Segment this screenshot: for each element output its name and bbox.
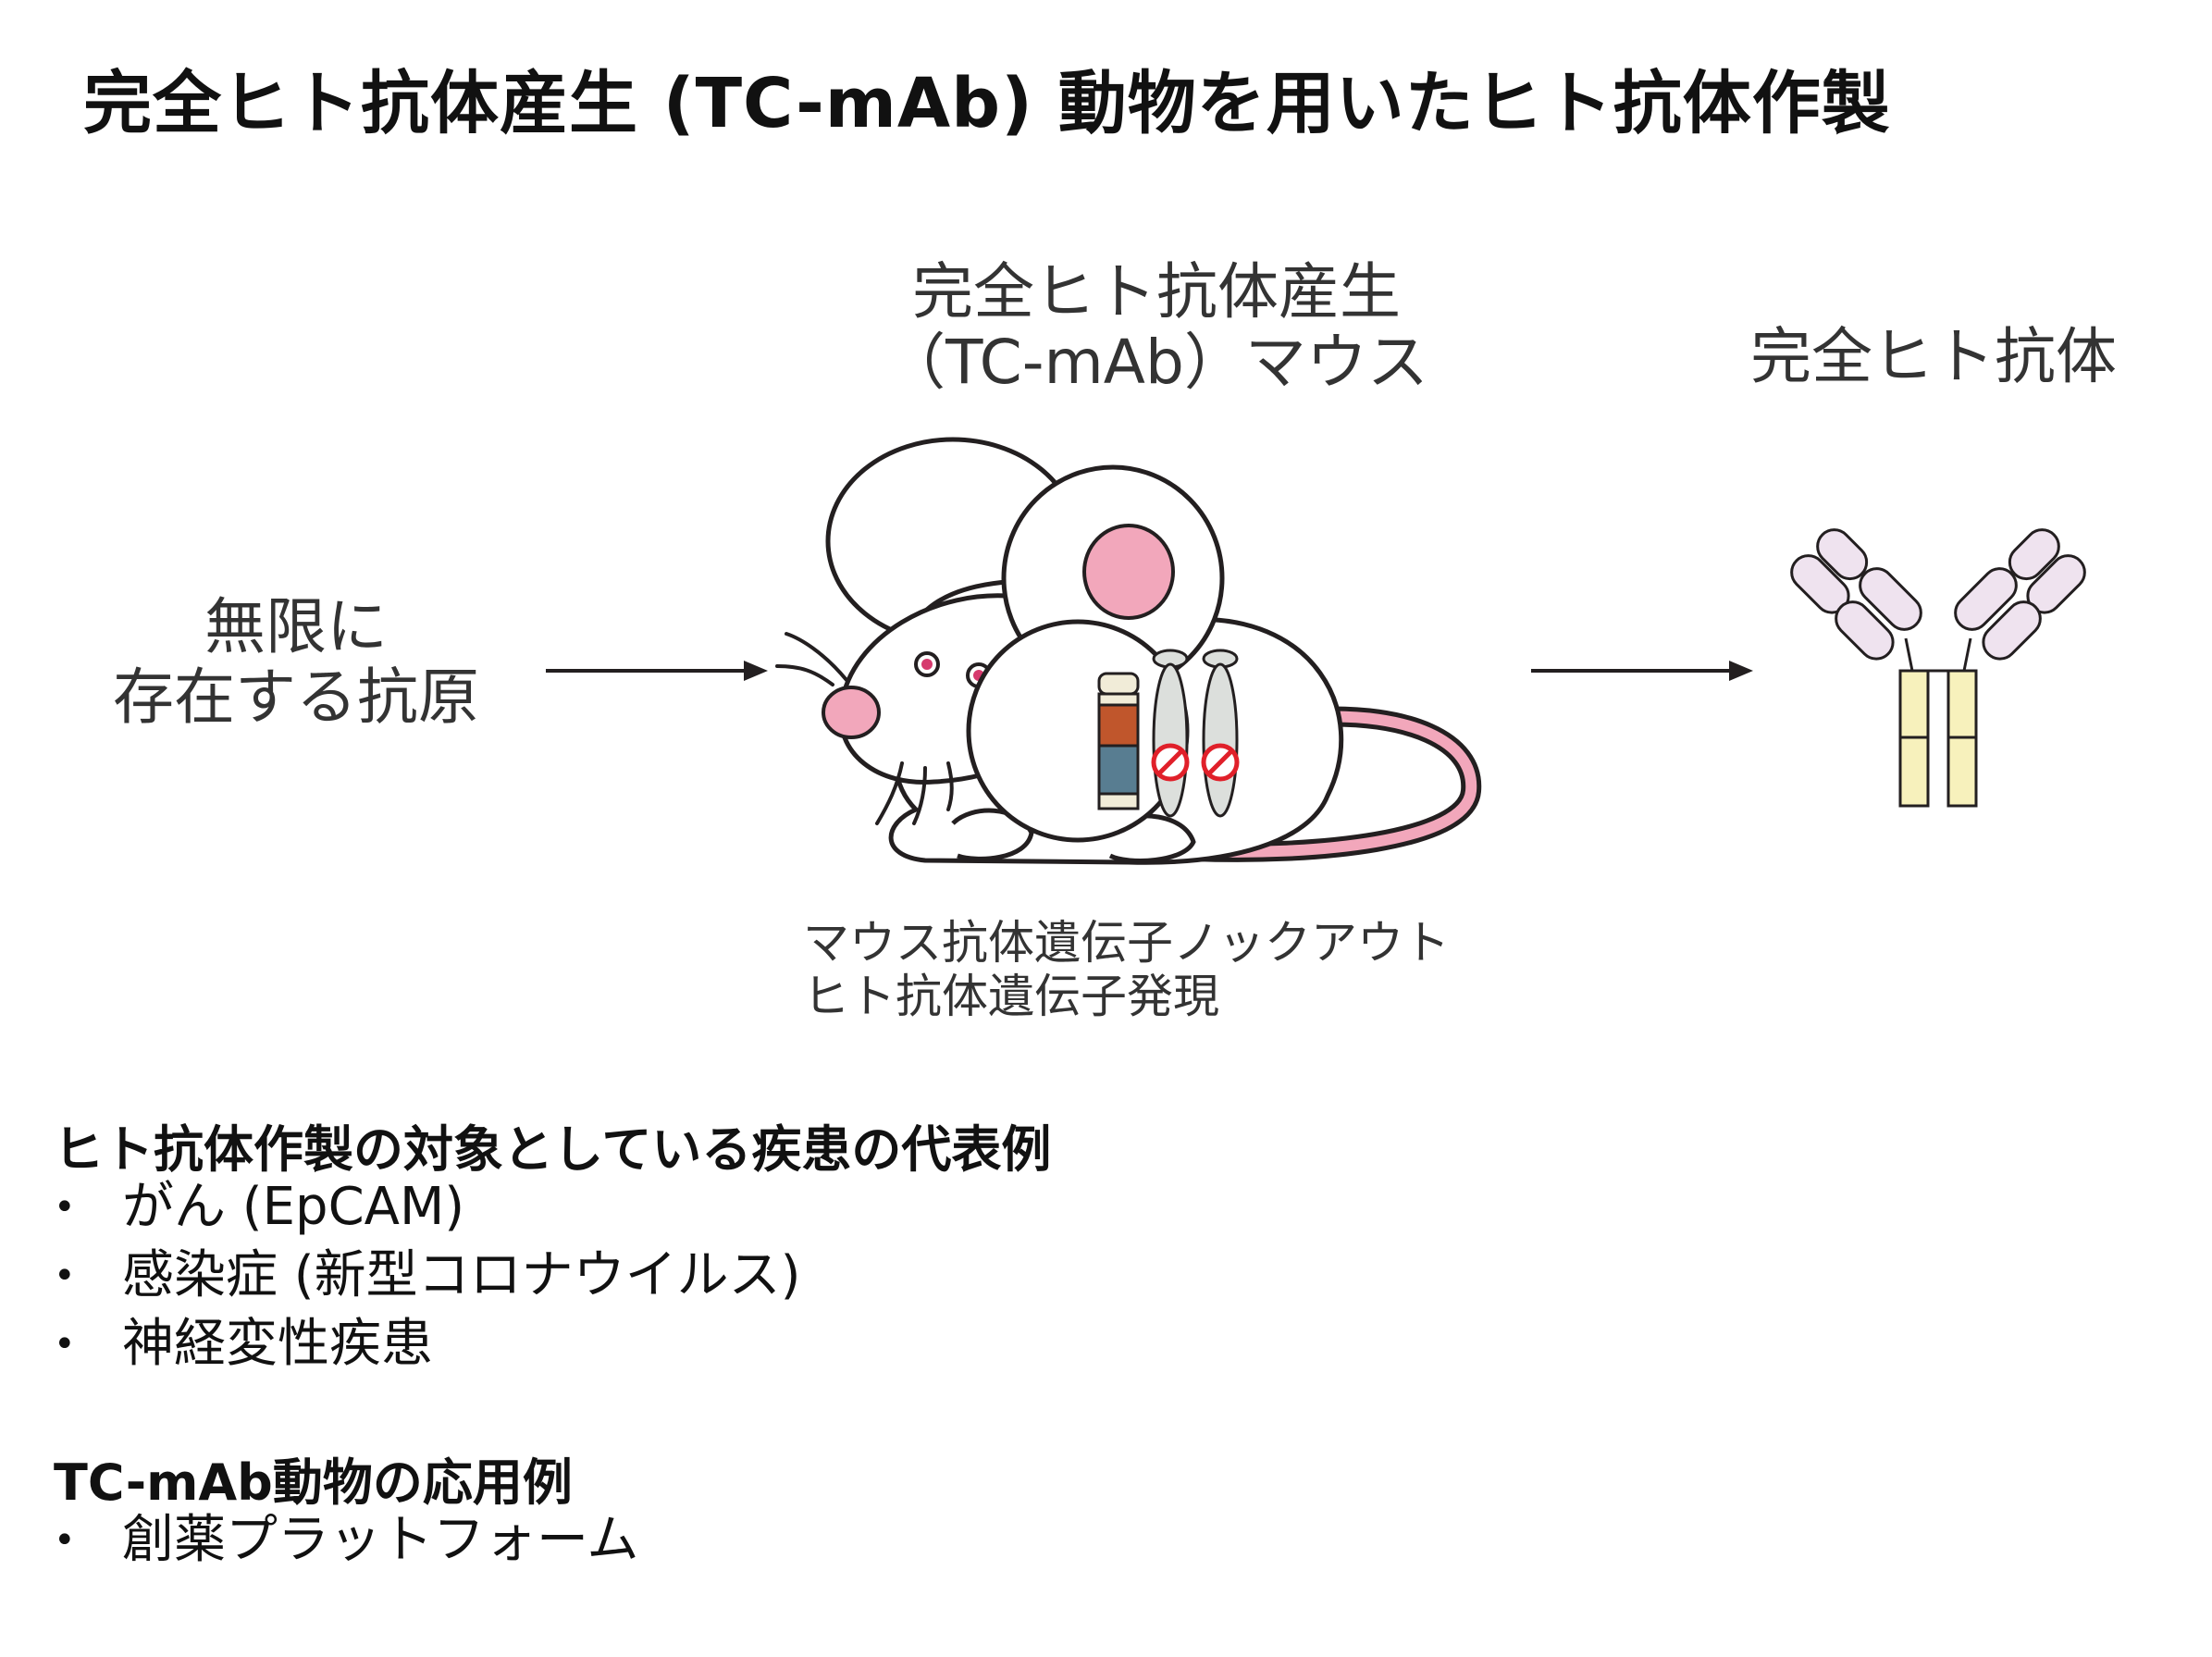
mouse-caption-line-2: ヒト抗体遺伝子発現 xyxy=(803,970,1219,1023)
antibody-icon xyxy=(1790,528,2086,808)
list-item: •神経変性疾患 xyxy=(54,1310,801,1379)
list-item: •がん (EpCAM) xyxy=(54,1173,801,1242)
prohibited-icon xyxy=(1151,743,1190,782)
bullet: • xyxy=(54,1255,76,1297)
mouse-caption: マウス抗体遺伝子ノックアウト ヒト抗体遺伝子発現 xyxy=(803,916,1450,1023)
mouse-label: 完全ヒト抗体産生 （TC-mAb）マウス xyxy=(805,257,1508,398)
antigen-label-line-1: 無限に xyxy=(204,591,388,662)
arrow-right-icon xyxy=(546,661,768,681)
chromosome-icon xyxy=(1097,672,1140,810)
chromosome-icon xyxy=(1152,649,1189,818)
mouse-caption-line-1: マウス抗体遺伝子ノックアウト xyxy=(803,916,1450,970)
prohibited-icon xyxy=(1201,743,1240,782)
mouse-paw xyxy=(951,808,1034,861)
mouse-ear-inner xyxy=(1082,524,1175,620)
arrow-right-icon xyxy=(1531,661,1753,681)
antibody-label: 完全ヒト抗体 xyxy=(1750,321,2117,392)
chromosome-icon xyxy=(1202,649,1239,818)
bullet: • xyxy=(54,1186,76,1229)
application-section-title: TC-mAb動物の応用例 xyxy=(54,1453,573,1512)
bullet: • xyxy=(54,1323,76,1366)
application-list: •創薬プラットフォーム xyxy=(54,1506,638,1575)
mouse-nose xyxy=(822,686,881,739)
disease-list: •がん (EpCAM) •感染症 (新型コロナウイルス) •神経変性疾患 xyxy=(54,1173,801,1379)
disease-section-title: ヒト抗体作製の対象としている疾患の代表例 xyxy=(54,1120,1052,1179)
list-item: •感染症 (新型コロナウイルス) xyxy=(54,1242,801,1310)
bullet: • xyxy=(54,1519,76,1562)
mouse-label-line-2: （TC-mAb）マウス xyxy=(884,327,1428,398)
antigen-label-line-2: 存在する抗原 xyxy=(113,662,479,733)
main-title: 完全ヒト抗体産生 (TC-mAb) 動物を用いたヒト抗体作製 xyxy=(83,64,1891,143)
list-item: •創薬プラットフォーム xyxy=(54,1506,638,1575)
mouse-label-line-1: 完全ヒト抗体産生 xyxy=(912,256,1401,328)
chromosome-group xyxy=(1097,649,1240,818)
antigen-label: 無限に 存在する抗原 xyxy=(56,592,537,733)
